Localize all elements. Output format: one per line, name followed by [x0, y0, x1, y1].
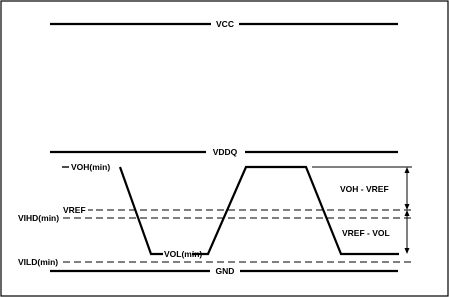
vild-min-label: VILD(min): [18, 257, 58, 267]
waveform-falling-edge: [118, 166, 163, 256]
vddq-label: VDDQ: [213, 147, 238, 157]
vref-label: VREF: [63, 205, 86, 215]
voh-vref-arrow-up-head: [404, 167, 410, 173]
vref-minus-vol-label: VREF - VOL: [342, 228, 390, 238]
waveform-pulse: [192, 165, 399, 256]
voh-vref-arrow-down-head: [404, 204, 410, 210]
gnd-label: GND: [216, 266, 235, 276]
voh-minus-vref-dimension: VOH - VREF: [340, 167, 410, 210]
vref-vol-arrow-down-head: [404, 248, 410, 254]
voh-min-label: VOH(min): [71, 162, 110, 172]
vol-min-label: VOL(min): [164, 249, 202, 259]
vref-vol-arrow-up-head: [404, 210, 410, 216]
vref-minus-vol-dimension: VREF - VOL: [342, 210, 410, 254]
voh-minus-vref-label: VOH - VREF: [340, 184, 389, 194]
vcc-label: VCC: [216, 19, 234, 29]
vihd-min-label: VIHD(min): [18, 213, 59, 223]
